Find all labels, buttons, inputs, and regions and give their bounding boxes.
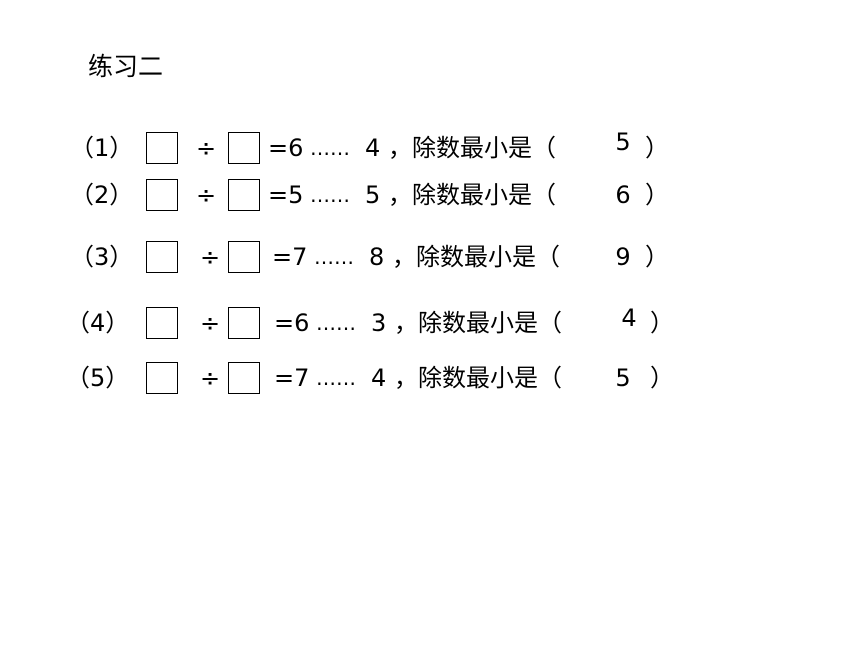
problem-row: （1） ÷ =6 …… 4 ，除数最小是（ 5 ）	[0, 128, 860, 166]
divide-sign: ÷	[200, 364, 221, 392]
ellipsis-text: ……	[310, 183, 350, 207]
divide-sign: ÷	[200, 243, 221, 271]
question-text: ，除数最小是（	[388, 181, 556, 209]
close-paren: ）	[645, 181, 669, 209]
problem-label: （1）	[70, 134, 134, 162]
problem-label: （3）	[70, 243, 134, 271]
divisor-box[interactable]	[228, 307, 260, 339]
divide-sign: ÷	[196, 181, 217, 209]
dividend-box[interactable]	[146, 241, 178, 273]
problem-label: （5）	[66, 364, 130, 392]
close-paren: ）	[650, 364, 674, 392]
page-title: 练习二	[88, 52, 164, 81]
quotient-text: =7	[272, 243, 308, 271]
divisor-box[interactable]	[228, 179, 260, 211]
divide-sign: ÷	[200, 309, 221, 337]
question-text: ，除数最小是（	[392, 243, 560, 271]
quotient-text: =7	[274, 364, 310, 392]
question-text: ，除数最小是（	[394, 309, 562, 337]
remainder-text: 4	[365, 134, 381, 162]
remainder-text: 3	[371, 309, 387, 337]
divisor-box[interactable]	[228, 241, 260, 273]
problem-label: （2）	[70, 181, 134, 209]
dividend-box[interactable]	[146, 132, 178, 164]
answer-text: 5	[615, 128, 631, 156]
close-paren: ）	[645, 243, 669, 271]
divisor-box[interactable]	[228, 132, 260, 164]
divide-sign: ÷	[196, 134, 217, 162]
close-paren: ）	[650, 309, 674, 337]
problem-row: （4） ÷ =6 …… 3 ，除数最小是（ 4 ）	[0, 304, 860, 341]
divisor-box[interactable]	[228, 362, 260, 394]
answer-text: 9	[615, 243, 631, 271]
question-text: ，除数最小是（	[388, 134, 556, 162]
ellipsis-text: ……	[316, 366, 356, 390]
answer-text: 6	[615, 181, 631, 209]
remainder-text: 8	[369, 243, 385, 271]
ellipsis-text: ……	[310, 136, 350, 160]
answer-text: 5	[615, 364, 631, 392]
dividend-box[interactable]	[146, 307, 178, 339]
quotient-text: =5	[268, 181, 304, 209]
close-paren: ）	[645, 134, 669, 162]
problem-label: （4）	[66, 309, 130, 337]
ellipsis-text: ……	[316, 311, 356, 335]
quotient-text: =6	[274, 309, 310, 337]
problem-row: （2） ÷ =5 …… 5 ，除数最小是（ 6 ）	[0, 177, 860, 213]
remainder-text: 4	[371, 364, 387, 392]
dividend-box[interactable]	[146, 179, 178, 211]
problem-row: （5） ÷ =7 …… 4 ，除数最小是（ 5 ）	[0, 360, 860, 396]
quotient-text: =6	[268, 134, 304, 162]
remainder-text: 5	[365, 181, 381, 209]
question-text: ，除数最小是（	[394, 364, 562, 392]
answer-text: 4	[621, 304, 637, 332]
ellipsis-text: ……	[314, 245, 354, 269]
dividend-box[interactable]	[146, 362, 178, 394]
problem-row: （3） ÷ =7 …… 8 ，除数最小是（ 9 ）	[0, 239, 860, 275]
